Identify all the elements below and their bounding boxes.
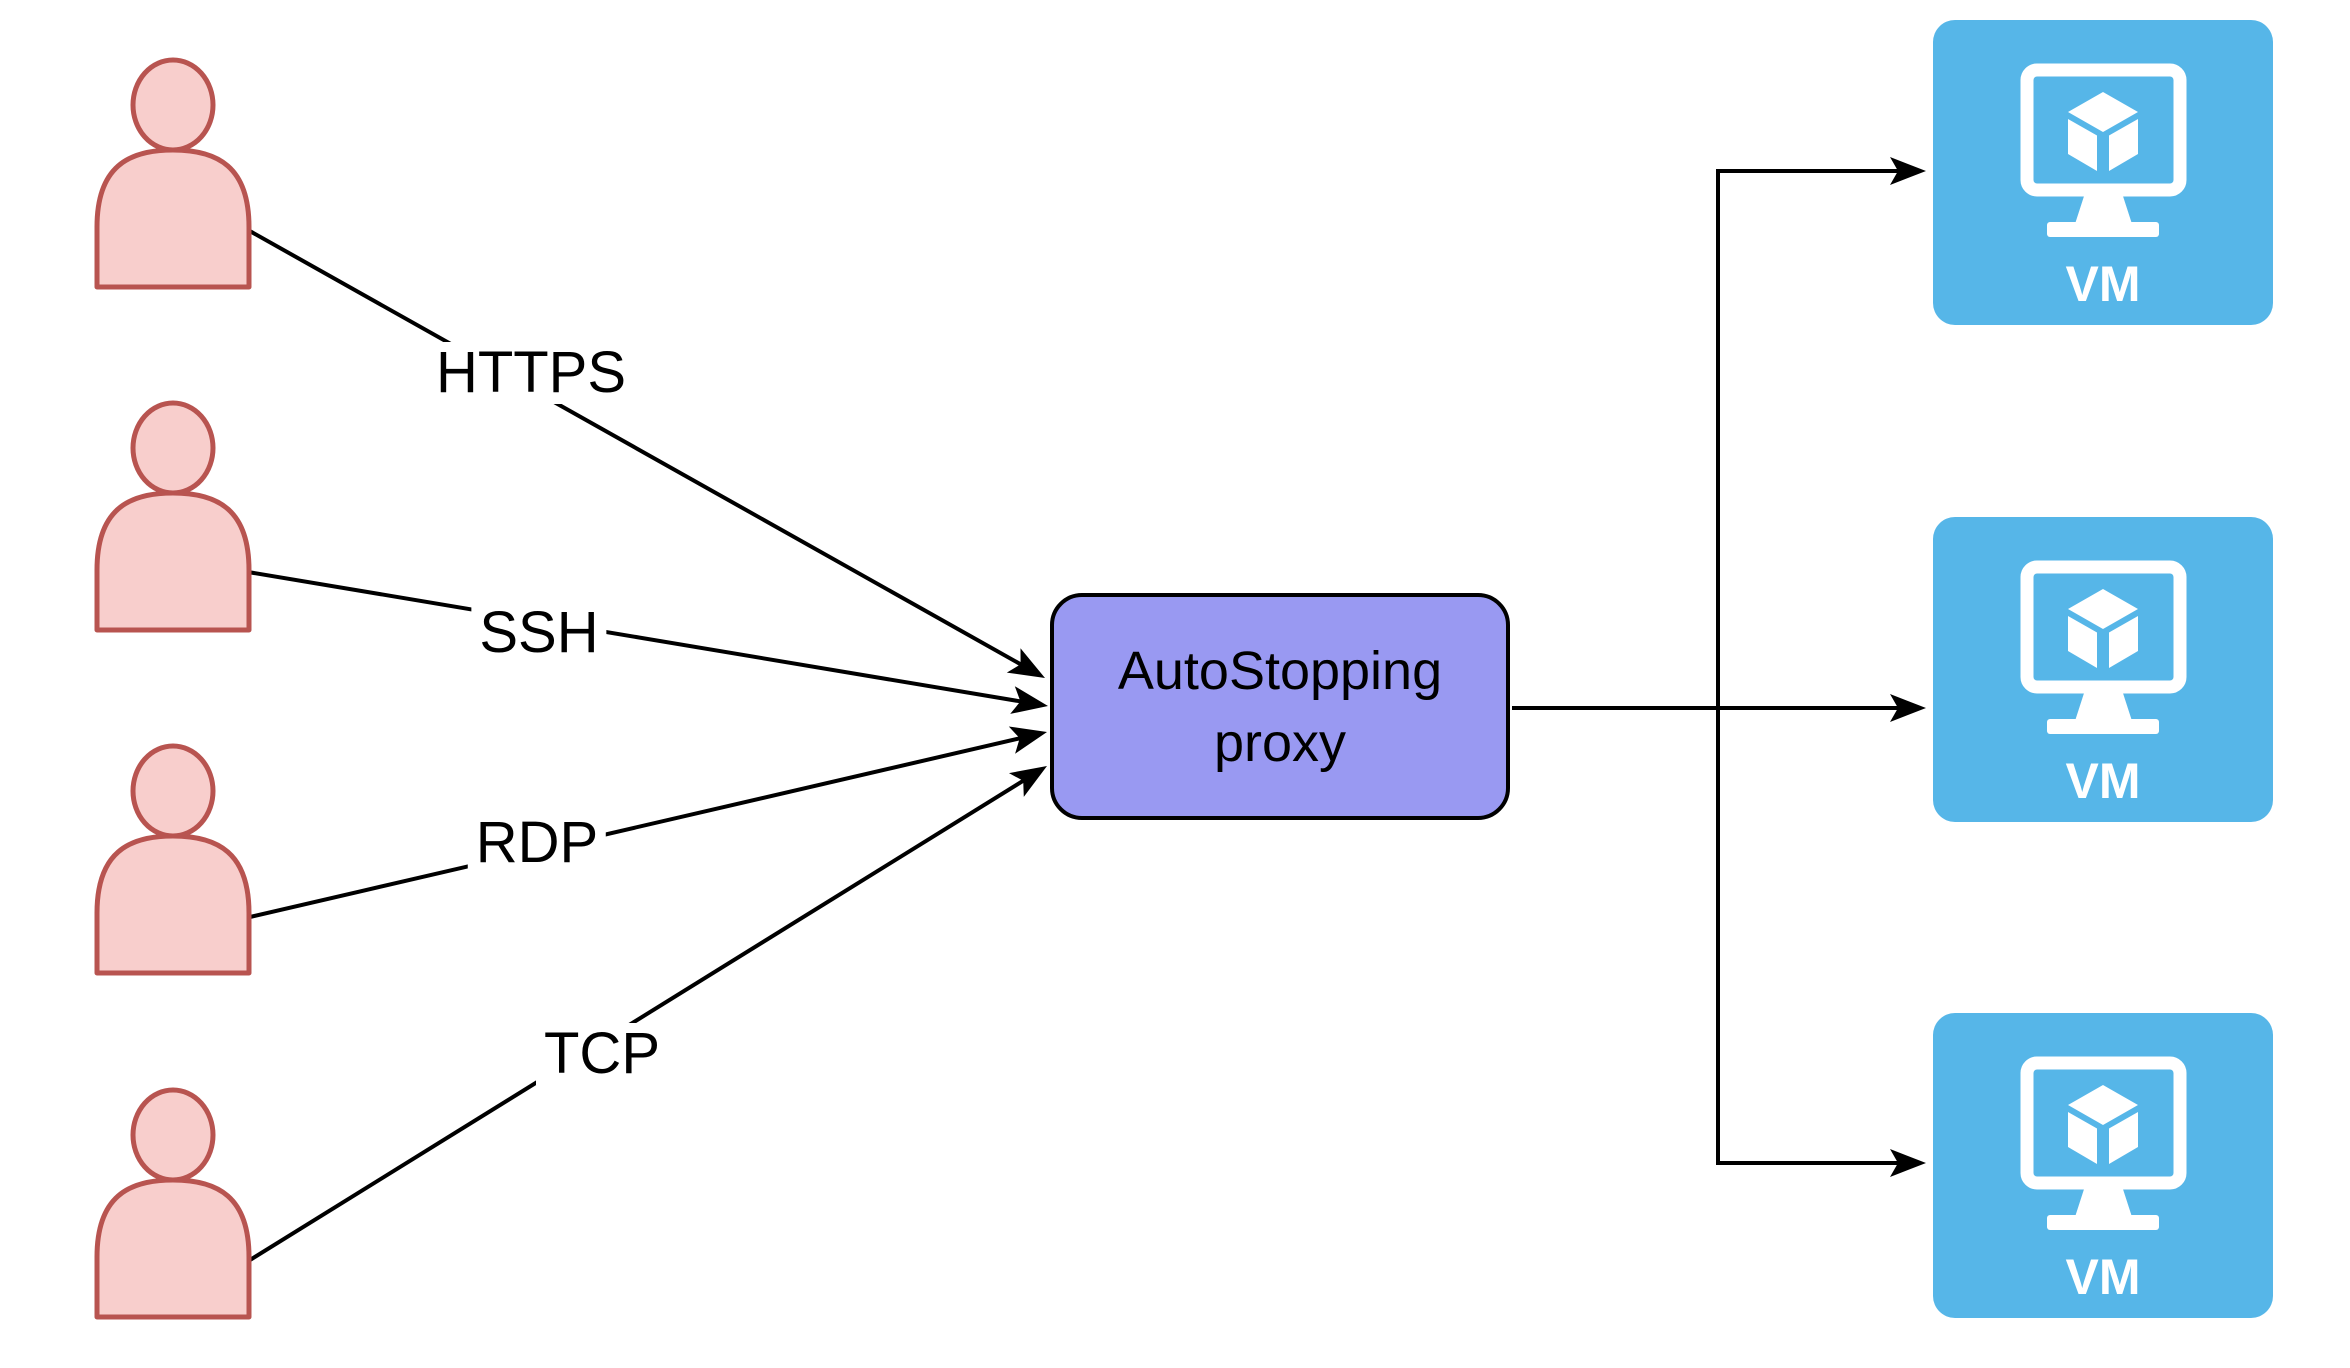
edge-label-https: HTTPS <box>427 342 635 404</box>
edge-proxy-vm2-arrowhead <box>1890 694 1926 722</box>
edge-tcp-arrowhead <box>1009 766 1047 797</box>
monitor-base <box>2047 222 2159 237</box>
vm-monitor-icon <box>2020 560 2187 734</box>
user-body-shape <box>94 490 252 633</box>
edge-proxy-vm1-arrowhead <box>1890 157 1926 185</box>
user-body-shape <box>94 833 252 976</box>
cube-right-face <box>2109 616 2138 668</box>
edge-label-rdp: RDP <box>467 812 607 874</box>
cube-top-face <box>2068 589 2138 629</box>
monitor-stand <box>2075 1183 2132 1217</box>
vm-monitor-icon <box>2020 63 2187 237</box>
edge-proxy-vm1 <box>1716 169 1900 708</box>
vm-monitor-icon <box>2020 1056 2187 1230</box>
user-head-shape <box>130 400 216 496</box>
user-icon <box>94 743 252 976</box>
vm-node: VM <box>1933 20 2273 325</box>
monitor-base <box>2047 719 2159 734</box>
monitor-stand <box>2075 687 2132 721</box>
vm-label: VM <box>2065 256 2141 312</box>
edge-rdp <box>249 735 1023 919</box>
edge-ssh <box>247 570 1023 704</box>
user-head-shape <box>130 743 216 839</box>
edge-rdp-arrowhead <box>1008 726 1047 754</box>
monitor-stand <box>2075 190 2132 224</box>
edge-https <box>247 228 1024 668</box>
autostopping-proxy-node: AutoStopping proxy <box>1050 593 1510 820</box>
vm-label: VM <box>2065 1249 2141 1305</box>
user-icon <box>94 57 252 290</box>
cube-left-face <box>2068 119 2097 171</box>
edge-label-ssh: SSH <box>471 602 607 664</box>
cube-top-face <box>2068 92 2138 132</box>
autostopping-proxy-label: AutoStopping proxy <box>1117 640 1443 773</box>
edge-https-arrowhead <box>1006 648 1045 678</box>
user-body-shape <box>94 147 252 290</box>
user-head-shape <box>130 57 216 153</box>
user-icon <box>94 1087 252 1320</box>
cube-top-face <box>2068 1085 2138 1125</box>
cube-right-face <box>2109 119 2138 171</box>
cube-left-face <box>2068 1112 2097 1164</box>
vm-node: VM <box>1933 517 2273 822</box>
user-head-shape <box>130 1087 216 1183</box>
cube-left-face <box>2068 616 2097 668</box>
vm-label: VM <box>2065 753 2141 809</box>
edge-label-tcp: TCP <box>536 1023 668 1085</box>
edge-tcp <box>248 777 1026 1262</box>
vm-node: VM <box>1933 1013 2273 1318</box>
user-body-shape <box>94 1177 252 1320</box>
cube-right-face <box>2109 1112 2138 1164</box>
edge-proxy-vm3-arrowhead <box>1890 1149 1926 1177</box>
user-icon <box>94 400 252 633</box>
monitor-base <box>2047 1215 2159 1230</box>
edge-proxy-vm3 <box>1716 708 1900 1165</box>
edge-ssh-arrowhead <box>1010 686 1048 714</box>
